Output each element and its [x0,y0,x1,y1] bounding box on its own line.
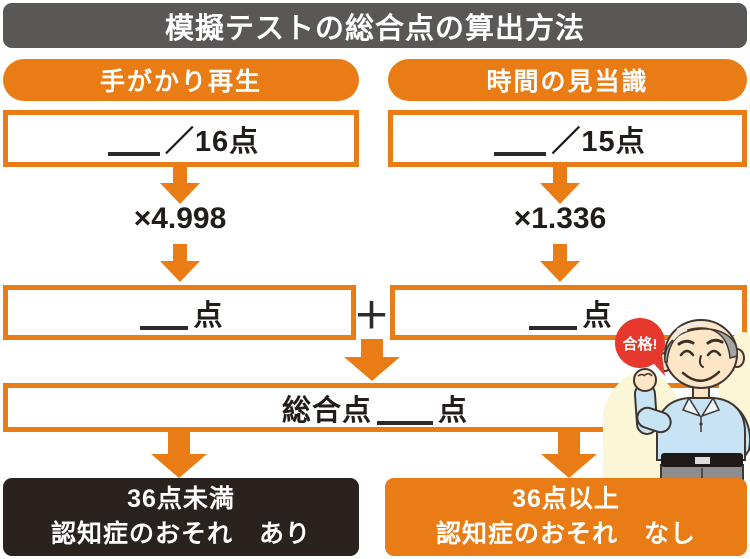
down-arrow [344,339,400,381]
blank-field [140,325,189,330]
total-label: 総合点 [281,394,372,427]
outcome-line1: 36点未満 [127,485,235,513]
score-text: ／16点 [103,118,259,160]
plus-sign: ＋ [353,295,390,336]
raw-score-box-cued-recall: ／16点 [3,110,359,167]
down-arrow [540,244,580,282]
blank-field [494,151,547,156]
down-arrow [160,244,200,282]
outcome-line2: 認知症のおそれ あり [50,520,311,548]
points-suffix: 点 [438,394,469,427]
multiplier-time-orientation: ×1.336 [513,202,607,235]
blank-field [377,420,433,425]
outcome-box-fail: 36点未満 認知症のおそれ あり [3,478,359,556]
weighted-score-box-cued-recall: 点 [3,285,356,340]
down-arrow [160,166,200,204]
score-denominator: ／16点 [164,125,260,158]
svg-text:合格!: 合格! [622,335,658,353]
multiplier-cued-recall: ×4.998 [133,202,227,235]
raw-score-box-time-orientation: ／15点 [388,110,747,167]
outcome-box-pass: 36点以上 認知症のおそれ なし [385,478,747,556]
points-suffix: 点 [582,299,613,332]
score-denominator: ／15点 [551,125,646,158]
score-text: ／15点 [489,118,645,160]
outcome-line2: 認知症のおそれ なし [435,520,696,548]
outcome-line1: 36点以上 [512,485,620,513]
total-score-text: 総合点 点 [282,387,468,429]
title-bar: 模擬テストの総合点の算出方法 [3,3,747,48]
points-suffix: 点 [193,299,224,332]
column-header-time-orientation: 時間の見当識 [388,59,747,101]
down-arrow [540,166,580,204]
column-header-label: 手がかり再生 [99,68,262,96]
score-text: 点 [135,292,223,334]
score-text: 点 [524,292,612,334]
down-arrow [151,432,207,478]
blank-field [529,325,578,330]
page-title: 模擬テストの総合点の算出方法 [164,12,585,45]
column-header-label: 時間の見当識 [486,68,649,96]
weighted-score-box-time-orientation: 点 [390,285,747,340]
down-arrow [541,432,597,478]
column-header-cued-recall: 手がかり再生 [3,59,359,101]
pass-speech-bubble: 合格! [615,318,665,376]
blank-field [107,151,160,156]
